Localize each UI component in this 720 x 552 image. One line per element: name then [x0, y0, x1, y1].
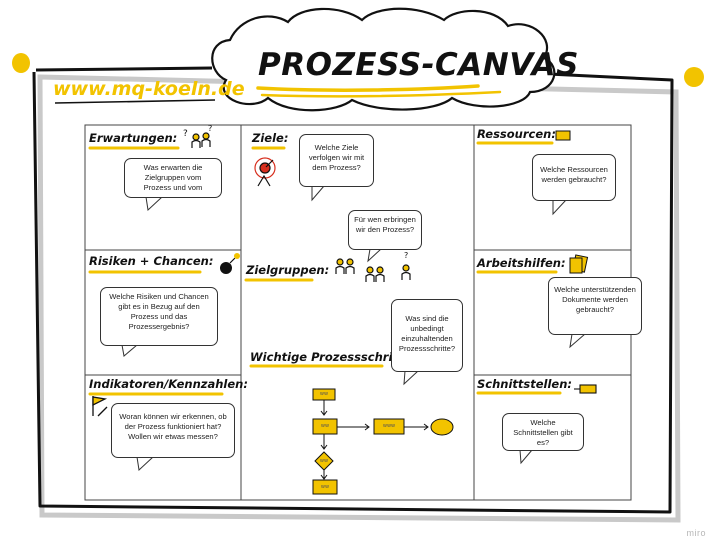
- svg-text:?: ?: [208, 124, 212, 133]
- bubble-arbeitshilfen: Welche unterstützenden Dokumente werden …: [548, 277, 642, 335]
- bubble-indikatoren: Woran können wir erkennen, ob der Prozes…: [111, 403, 235, 458]
- bubble-zielgruppen: Für wen erbringen wir den Prozess?: [348, 210, 422, 250]
- bomb-icon: [220, 253, 240, 274]
- target-icon: [254, 157, 276, 187]
- miro-watermark: miro: [686, 528, 706, 538]
- heading-erwartungen: Erwartungen:: [89, 131, 178, 145]
- heading-ressourcen: Ressourcen:: [477, 127, 556, 141]
- bubble-ziele: Welche Ziele verfolgen wir mit dem Proze…: [299, 134, 374, 187]
- svg-text:?: ?: [183, 129, 188, 139]
- website-url[interactable]: www.mq-koeln.de: [53, 78, 245, 100]
- heading-prozessschritte: Wichtige Prozessschritte:: [250, 350, 416, 364]
- page-title: PROZESS-CANVAS: [258, 47, 579, 83]
- heading-risiken: Risiken + Chancen:: [89, 254, 214, 268]
- resources-icon: [555, 130, 571, 141]
- bubble-prozessschritte: Was sind die unbedingt einzuhaltenden Pr…: [391, 299, 463, 372]
- flow-step-1: ww: [319, 391, 329, 397]
- documents-icon: [569, 254, 589, 274]
- flow-decision: ww: [319, 458, 329, 464]
- pin-left-icon: [12, 53, 30, 73]
- svg-text:?: ?: [404, 251, 408, 260]
- bubble-ressourcen: Welche Ressourcen werden gebraucht?: [532, 154, 616, 201]
- people-question-icon: ? ?: [183, 124, 212, 148]
- bubble-risiken: Welche Risiken und Chancen gibt es in Be…: [100, 287, 218, 346]
- people-group-icon: ?: [335, 251, 411, 282]
- heading-ziele: Ziele:: [252, 131, 289, 145]
- flow-step-4: ww: [320, 484, 330, 490]
- heading-arbeitshilfen: Arbeitshilfen:: [477, 256, 566, 270]
- bubble-erwartungen: Was erwarten die Zielgruppen vom Prozess…: [124, 158, 222, 198]
- process-flow: [312, 388, 454, 495]
- frame-border: [32, 66, 674, 514]
- heading-schnittstellen: Schnittstellen:: [477, 377, 573, 391]
- pin-right-icon: [684, 67, 704, 87]
- flag-icon: [92, 396, 108, 417]
- flow-step-3: www: [382, 423, 396, 429]
- bubble-schnittstellen: Welche Schnittstellen gibt es?: [502, 413, 584, 451]
- flow-step-2: ww: [320, 423, 330, 429]
- plug-icon: [574, 384, 597, 394]
- heading-zielgruppen: Zielgruppen:: [246, 263, 330, 277]
- heading-indikatoren: Indikatoren/Kennzahlen:: [89, 377, 248, 391]
